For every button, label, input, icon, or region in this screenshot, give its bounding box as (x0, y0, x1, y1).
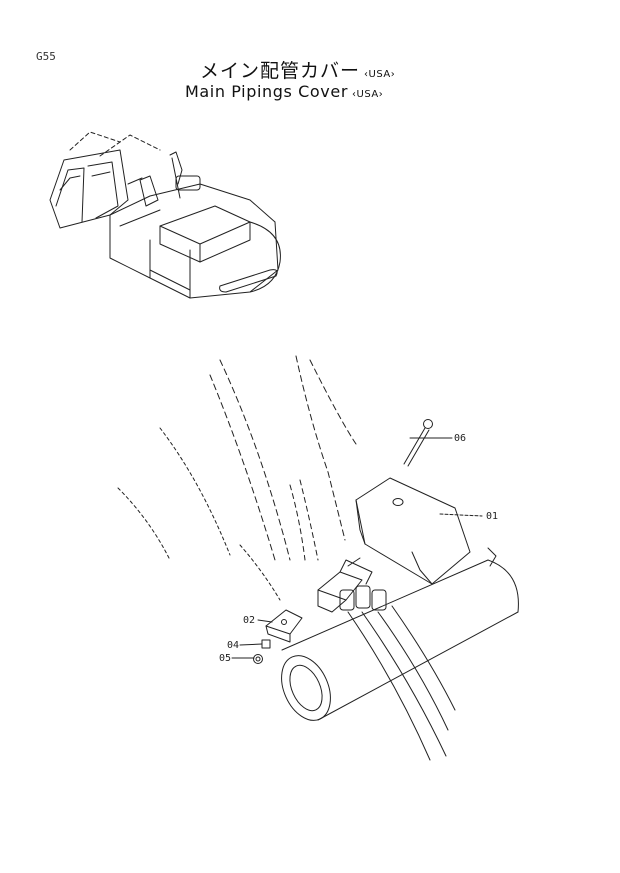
callout-01: 01 (486, 511, 498, 522)
title-en-text: Main Pipings Cover (185, 82, 348, 101)
callout-02: 02 (243, 615, 255, 626)
callout-05: 05 (219, 653, 231, 664)
detail-drawing (117, 355, 519, 761)
title-jp-text: メイン配管カバー (200, 60, 361, 82)
excavator-overview (49, 131, 281, 299)
region-tag-en: ‹USA› (352, 89, 384, 100)
title-english: Main Pipings Cover ‹USA› (185, 82, 383, 101)
page-code: G55 (36, 50, 56, 63)
region-tag-jp: ‹USA› (364, 69, 396, 80)
title-japanese: メイン配管カバー‹USA› (200, 56, 395, 83)
callout-04: 04 (227, 640, 239, 651)
callout-06: 06 (454, 433, 466, 444)
